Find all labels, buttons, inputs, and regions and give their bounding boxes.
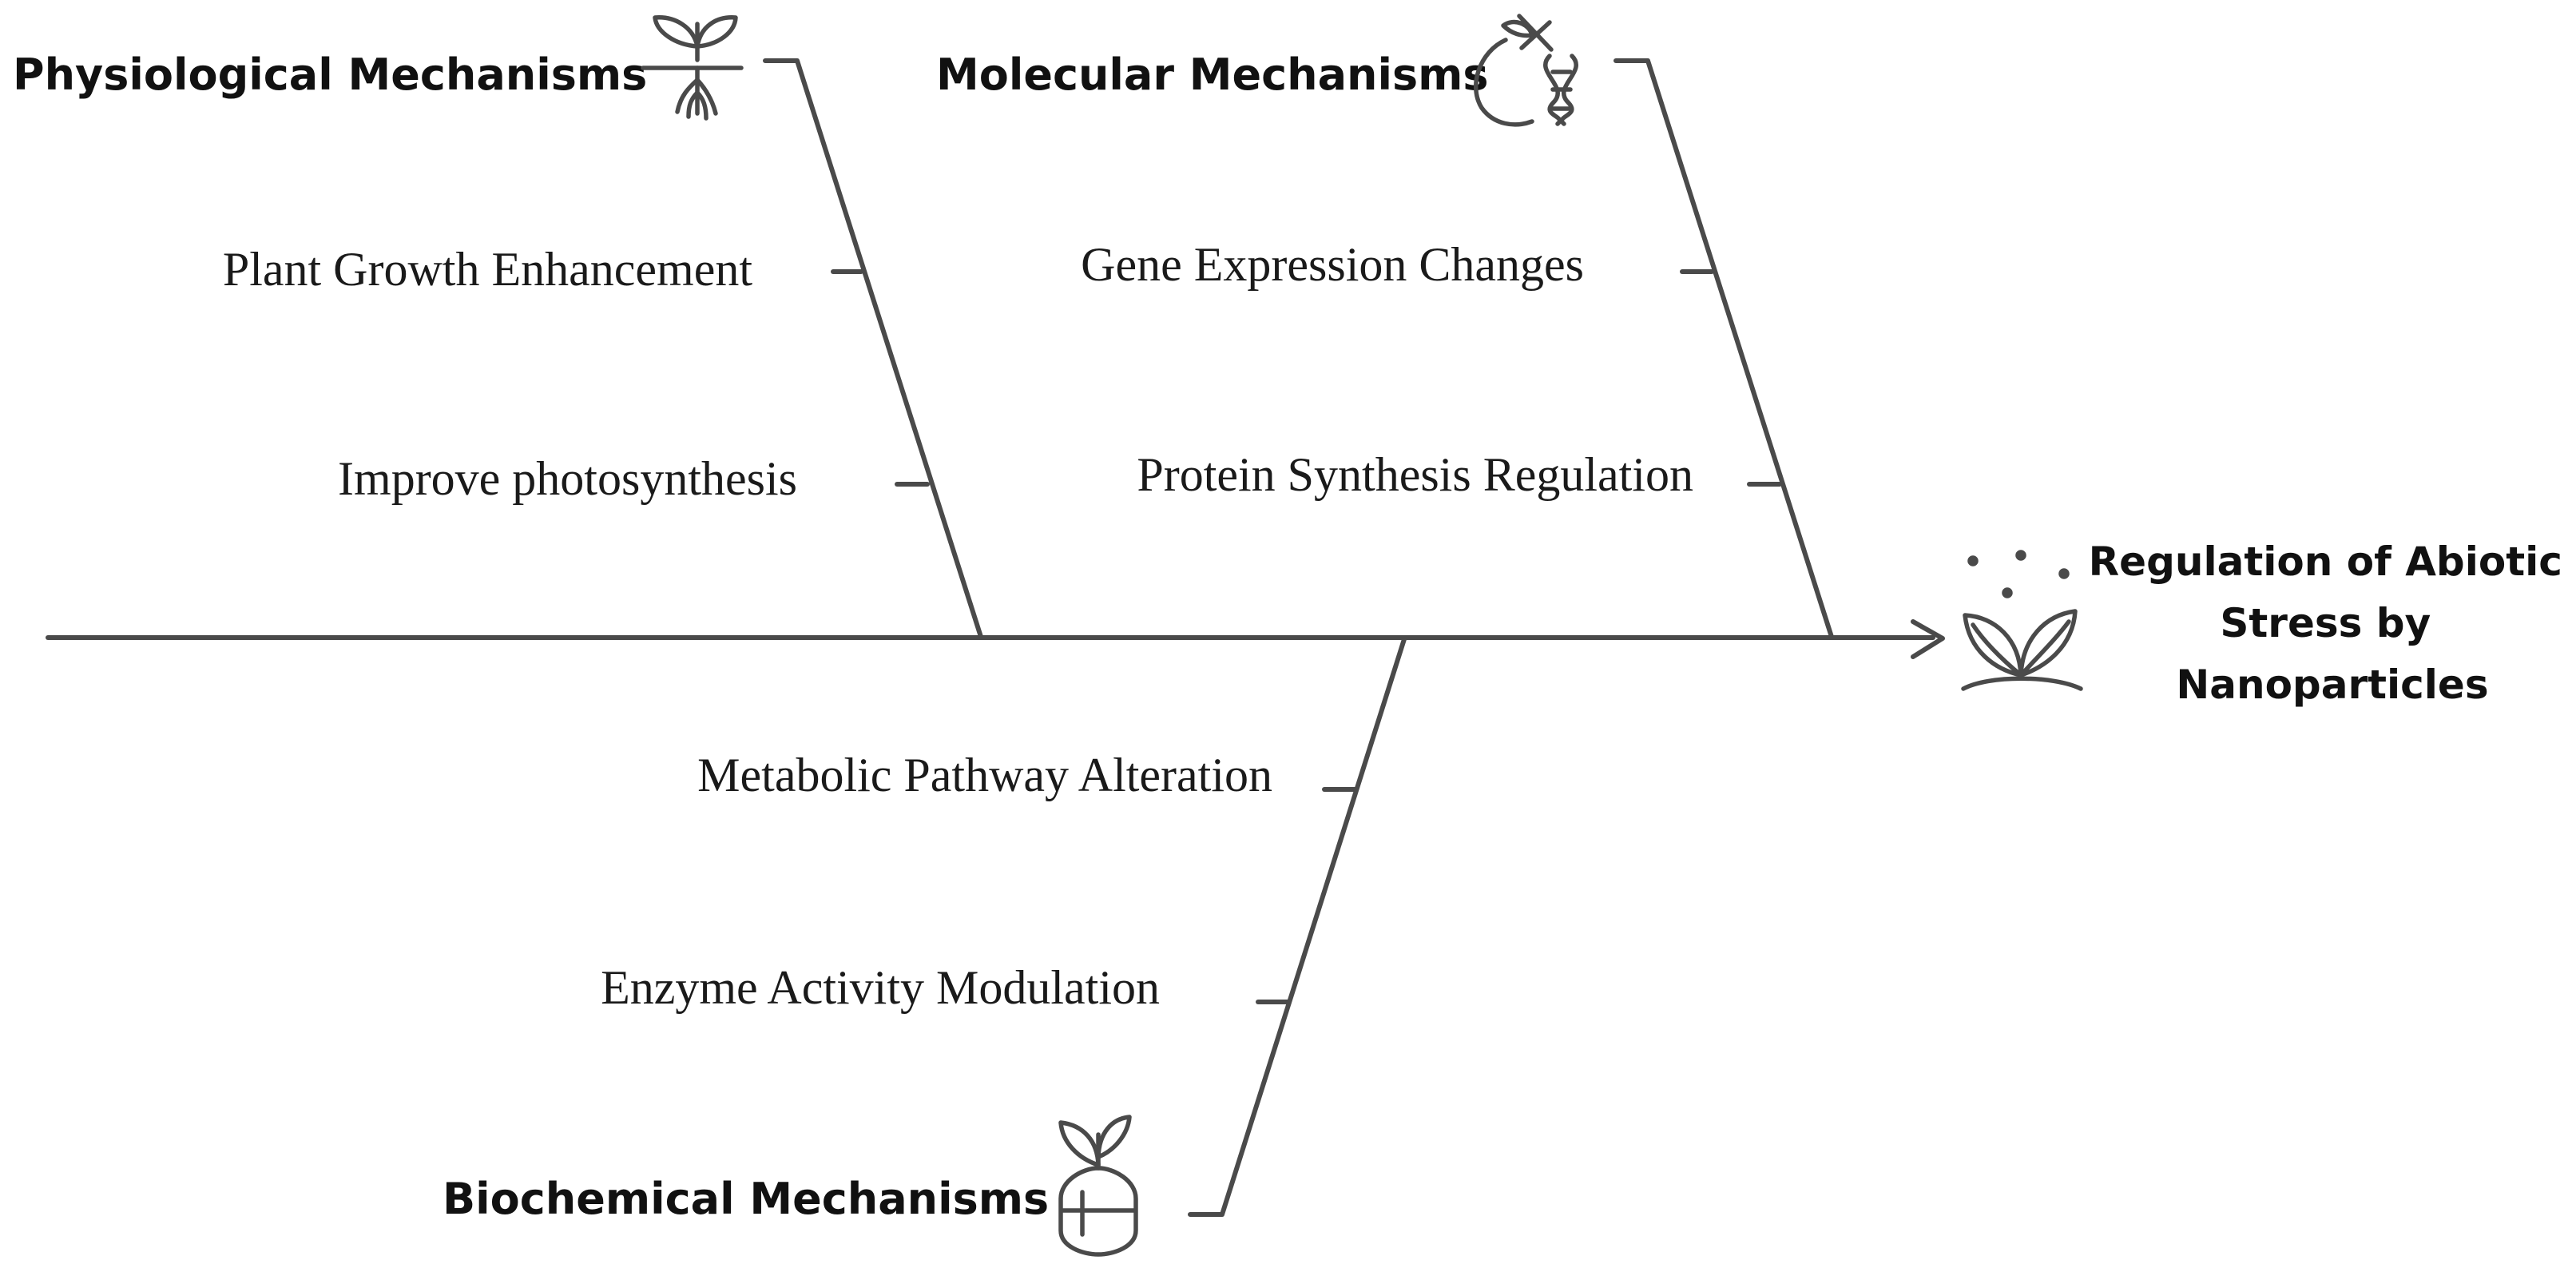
category-label-biochemical: Biochemical Mechanisms — [443, 1174, 1049, 1224]
cause-protein-synthesis: Protein Synthesis Regulation — [1137, 448, 1693, 501]
cause-photosynthesis: Improve photosynthesis — [338, 452, 797, 505]
effect-label: Regulation of Abiotic Stress by Nanopart… — [2089, 539, 2576, 708]
sprouting-plant-icon — [1961, 550, 2083, 691]
cause-enzyme-activity: Enzyme Activity Modulation — [601, 961, 1160, 1014]
biochemical-bone — [1188, 637, 1407, 1217]
spine-arrowhead — [1911, 619, 1945, 659]
spine-line — [46, 635, 1935, 642]
plant-roots-icon — [641, 15, 744, 121]
physiological-bone — [763, 58, 983, 639]
cause-plant-growth: Plant Growth Enhancement — [223, 243, 752, 296]
dna-molecule-icon — [1474, 14, 1578, 127]
effect-label-line-3: Nanoparticles — [2176, 662, 2488, 708]
molecular-bone — [1613, 58, 1834, 639]
effect-label-line-2: Stress by — [2220, 600, 2431, 646]
cause-gene-expression: Gene Expression Changes — [1081, 238, 1584, 291]
category-label-molecular: Molecular Mechanisms — [936, 50, 1489, 100]
seedling-capsule-icon — [1058, 1115, 1138, 1257]
effect-label-line-1: Regulation of Abiotic — [2089, 539, 2562, 585]
category-label-physiological: Physiological Mechanisms — [13, 50, 647, 100]
cause-metabolic-pathway: Metabolic Pathway Alteration — [697, 749, 1272, 801]
